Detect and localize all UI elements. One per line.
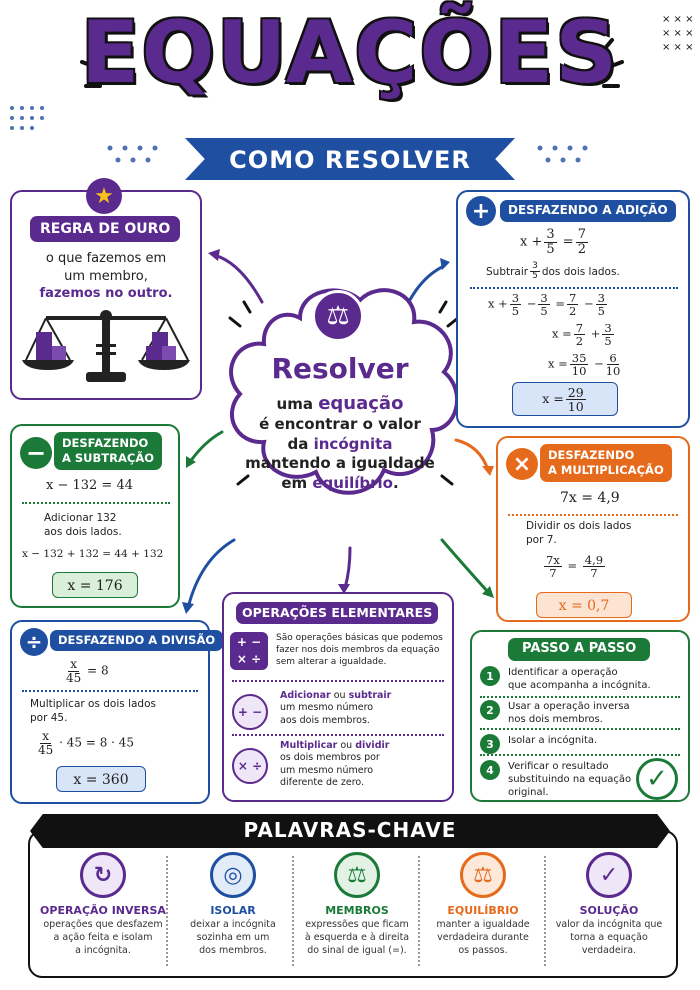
addition-title: DESFAZENDO A ADIÇÃO: [500, 200, 676, 222]
keyword-inverse-operation: ↻ OPERAÇÃO INVERSA operações que desfaze…: [40, 852, 166, 957]
divider: [232, 680, 444, 682]
golden-rule-title: REGRA DE OURO: [30, 216, 181, 243]
divide-icon: ÷: [20, 628, 48, 656]
subtraction-answer: x = 176: [52, 572, 138, 598]
operations-icon: + − × ÷: [230, 632, 268, 670]
svg-text:× × ×: × × ×: [662, 14, 694, 25]
divider: [166, 856, 168, 966]
star-icon: ★: [86, 178, 122, 214]
balance-scale-icon: [22, 310, 190, 382]
scale-icon: ⚖: [460, 852, 506, 898]
keywords-title: PALAVRAS-CHAVE: [243, 818, 457, 842]
check-icon: ✓: [636, 758, 678, 800]
plus-icon: +: [466, 196, 496, 226]
svg-text:× × ×: × × ×: [662, 28, 694, 39]
subtraction-step: x − 132 + 132 = 44 + 132: [22, 548, 164, 560]
multiplication-equation: 7x = 4,9: [560, 490, 620, 506]
steps-title: PASSO A PASSO: [508, 638, 651, 661]
divider: [292, 856, 294, 966]
subtitle-banner: [185, 138, 515, 180]
division-title: DESFAZENDO A DIVISÃO: [50, 630, 224, 652]
division-answer: x = 360: [56, 766, 146, 792]
svg-text:× × ×: × × ×: [662, 42, 694, 53]
times-icon: ×: [506, 448, 538, 480]
multiply-divide-text: Multiplicar ou dividir os dois membros p…: [280, 740, 390, 789]
check-icon: ✓: [586, 852, 632, 898]
operations-title: OPERAÇÕES ELEMENTARES: [236, 602, 439, 625]
divider: [418, 856, 420, 966]
center-text: uma equação é encontrar o valor da incóg…: [245, 393, 435, 492]
subtitle: COMO RESOLVER: [229, 146, 471, 174]
divider: [508, 514, 678, 516]
divider: [544, 856, 546, 966]
divider: [22, 502, 170, 504]
cycle-icon: ↻: [80, 852, 126, 898]
subtraction-equation: x − 132 = 44: [46, 478, 134, 493]
divider: [480, 696, 680, 698]
keywords-banner: [30, 814, 670, 848]
center-heading: Resolver: [271, 352, 409, 385]
multiplication-answer: x = 0,7: [536, 592, 632, 618]
divider: [480, 728, 680, 730]
multiply-divide-icon: × ÷: [232, 748, 268, 784]
scale-icon: ⚖: [334, 852, 380, 898]
minus-icon: −: [20, 437, 52, 469]
page-title: EQUAÇÕES: [80, 3, 620, 103]
scale-icon: ⚖: [312, 290, 364, 342]
add-subtract-icon: + −: [232, 694, 268, 730]
target-icon: ◎: [210, 852, 256, 898]
divider: [470, 287, 678, 289]
divider: [22, 690, 198, 692]
divider: [232, 734, 444, 736]
divider: [480, 754, 680, 756]
